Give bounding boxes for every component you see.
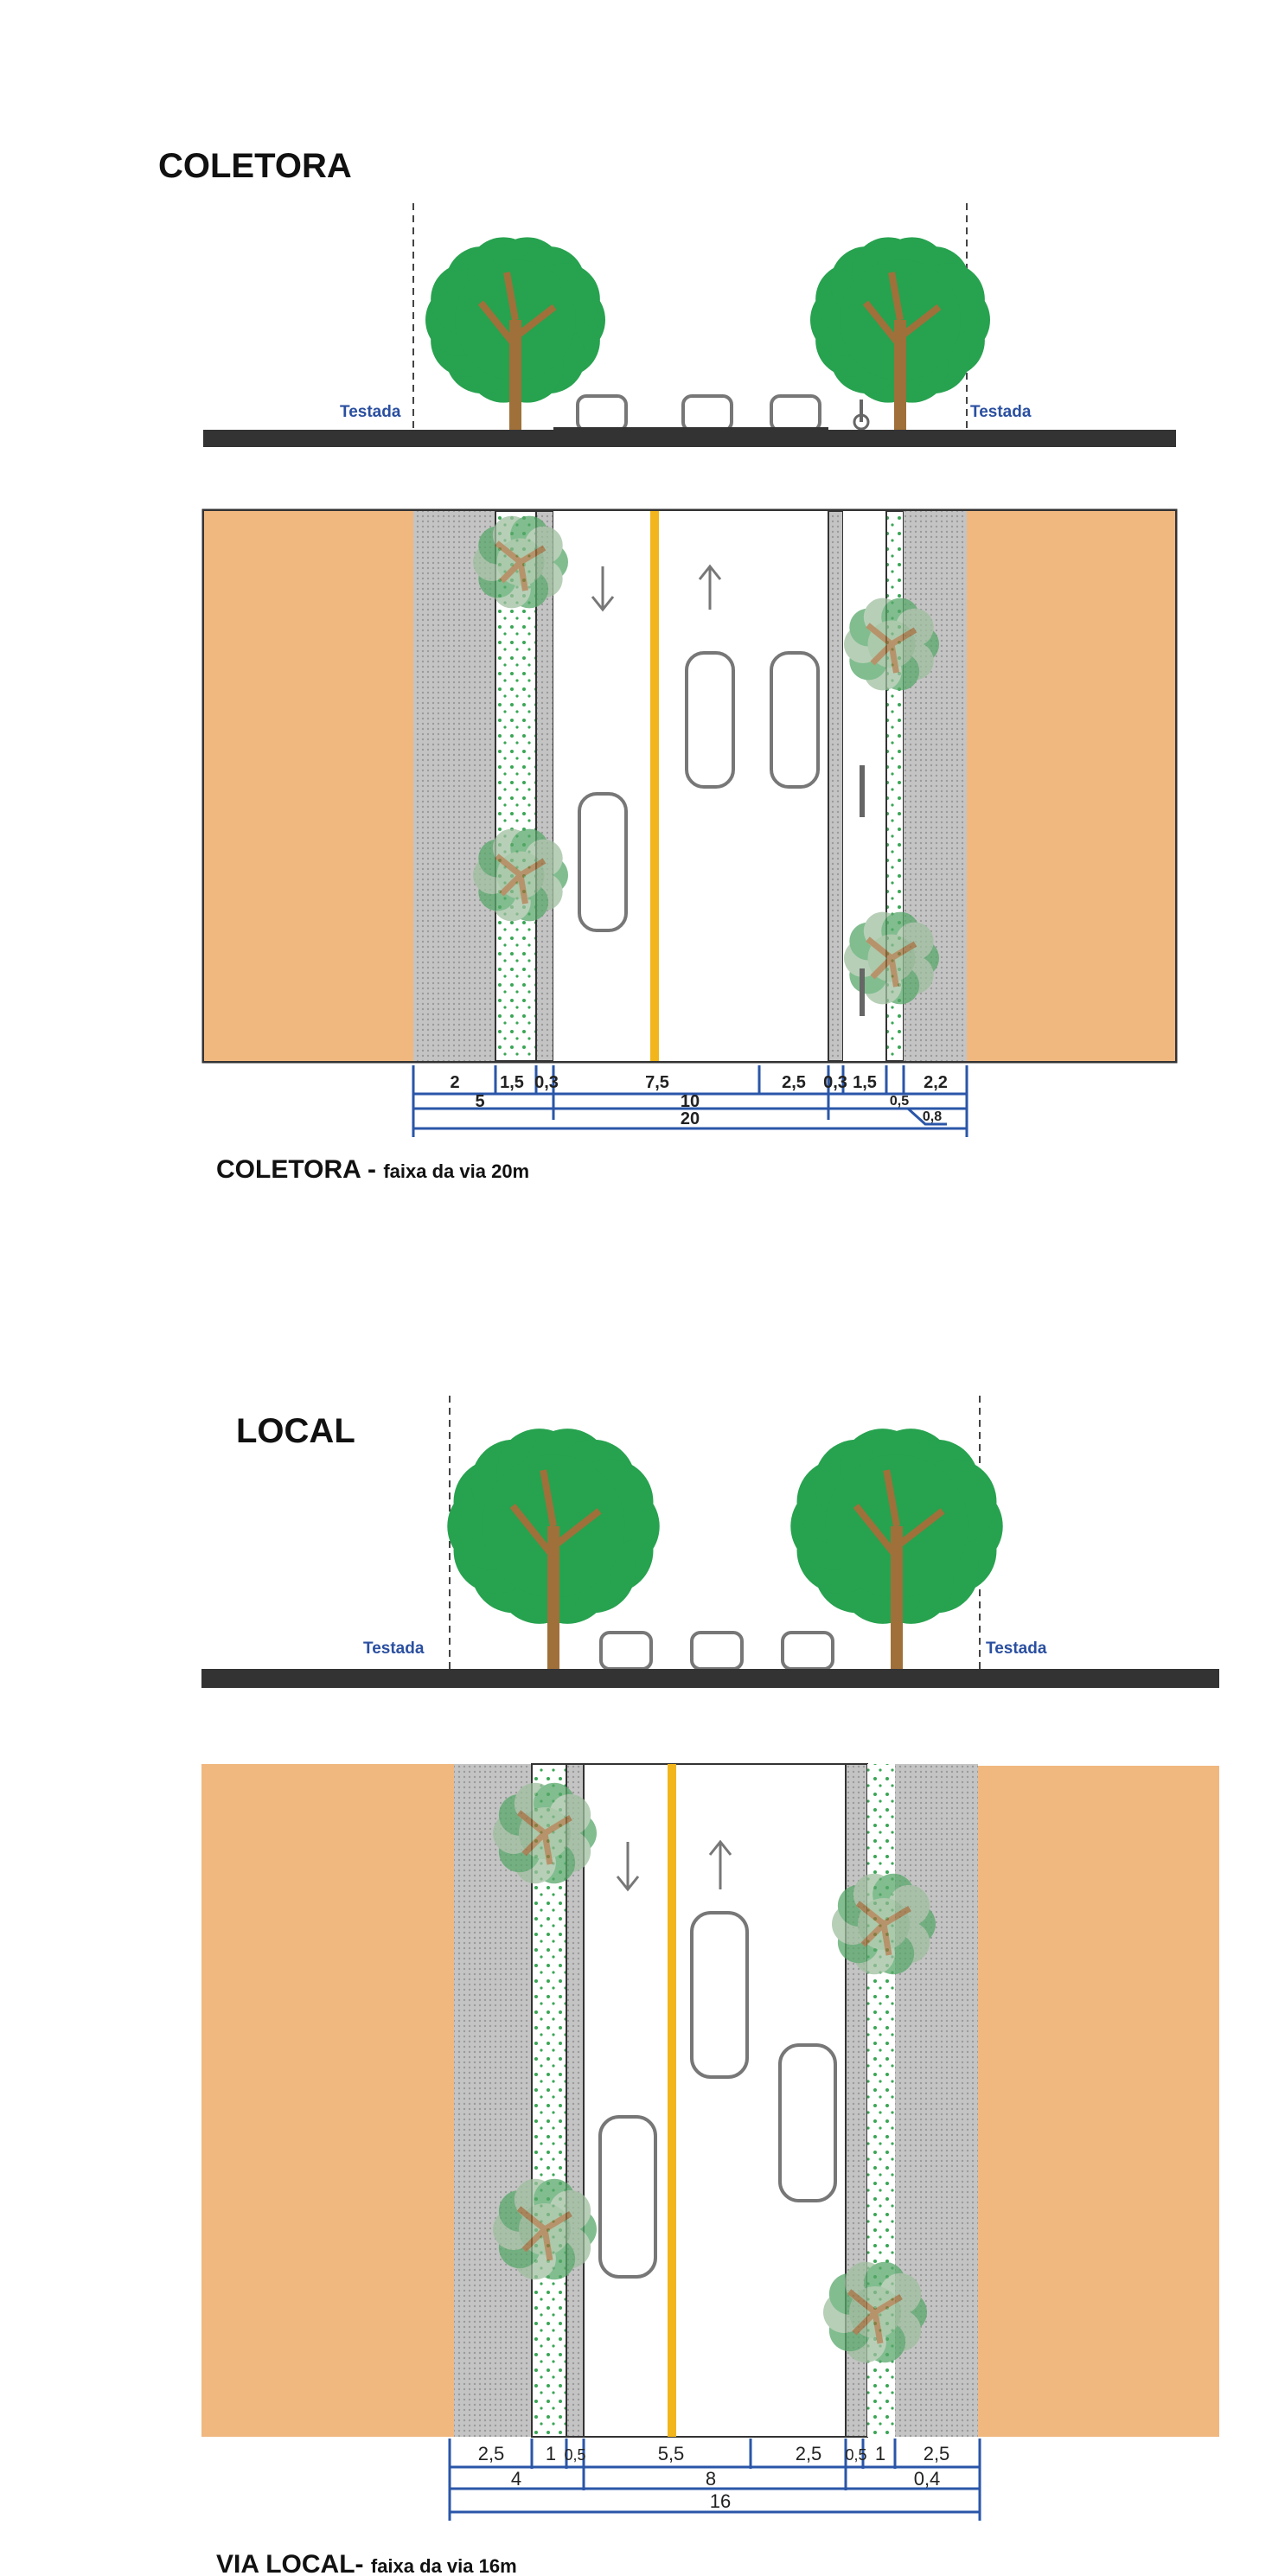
coletora-section: COLETORA Testada Testada [158,147,1178,1184]
svg-text:5,5: 5,5 [658,2443,685,2464]
lot-left [201,1764,454,2437]
svg-text:1: 1 [875,2443,885,2464]
svg-text:0,3: 0,3 [823,1073,847,1092]
svg-text:1,5: 1,5 [853,1073,877,1092]
arrow-down-icon [616,1842,640,1892]
car-plan-icon [770,651,820,789]
svg-text:0,3: 0,3 [534,1073,559,1092]
svg-text:4: 4 [511,2468,521,2490]
svg-text:5: 5 [475,1092,484,1111]
local-title: LOCAL [236,1412,355,1450]
arrow-up-icon [708,1839,732,1889]
local-caption: VIA LOCAL- faixa da via 16m [216,2550,517,2576]
local-section: LOCAL Testada Testada [201,1396,1219,2576]
coletora-title: COLETORA [158,147,352,185]
sidewalk-left [454,1764,532,2437]
car-plan-icon [578,792,628,932]
svg-text:2,5: 2,5 [796,2443,822,2464]
arrow-up-icon [698,564,722,610]
svg-text:0,8: 0,8 [923,1109,942,1124]
ground-line [203,430,1176,447]
local-plan [201,1763,1219,2438]
svg-text:0,5: 0,5 [564,2446,585,2464]
svg-text:2: 2 [450,1073,459,1092]
coletora-plan [201,508,1178,1064]
coletora-caption: COLETORA - faixa da via 20m [216,1155,529,1184]
coletora-elevation: Testada Testada [203,203,1176,447]
testada-label-right: Testada [970,403,1032,421]
lot-right [978,1766,1219,2437]
tree-plan-icon [832,1873,936,1975]
tree-plan-icon [493,1782,597,1884]
svg-text:1: 1 [546,2443,556,2464]
svg-text:0,4: 0,4 [914,2468,941,2490]
car-elevation-icon [599,1631,653,1671]
car-plan-icon [778,2043,837,2202]
svg-text:2,2: 2,2 [924,1073,948,1092]
tree-elevation-icon [425,237,605,430]
svg-text:0,5: 0,5 [890,1094,909,1109]
car-elevation-icon [690,1631,744,1671]
testada-label-left: Testada [340,403,401,421]
car-elevation-icon [576,394,628,432]
tree-elevation-icon [447,1429,660,1669]
car-plan-icon [690,1911,749,2079]
tree-plan-icon [473,828,568,922]
tree-plan-icon [844,911,939,1005]
tree-plan-icon [844,598,939,691]
car-elevation-icon [681,394,733,432]
svg-text:2,5: 2,5 [924,2443,950,2464]
svg-text:8: 8 [706,2468,716,2490]
svg-text:0,5: 0,5 [845,2446,866,2464]
tree-elevation-icon [790,1429,1003,1669]
center-line [668,1764,676,2437]
svg-text:2,5: 2,5 [782,1073,806,1092]
center-line [650,511,659,1061]
ground-line [201,1669,1219,1688]
svg-text:10: 10 [681,1092,700,1111]
car-plan-icon [598,2115,657,2279]
svg-text:16: 16 [710,2490,731,2512]
tree-elevation-icon [810,237,990,430]
arrow-down-icon [591,566,615,612]
local-elevation: Testada Testada [201,1396,1219,1688]
svg-text:7,5: 7,5 [645,1073,669,1092]
local-dimensions: 2,5 1 0,5 5,5 2,5 0,5 1 2,5 4 8 0,4 16 [448,2439,981,2521]
lot-right [967,511,1175,1061]
tree-plan-icon [493,2178,597,2280]
car-elevation-icon [770,394,821,432]
svg-text:20: 20 [681,1109,700,1128]
lot-left [204,511,413,1061]
car-elevation-icon [781,1631,834,1671]
coletora-dimensions: 2 1,5 0,3 7,5 2,5 0,3 1,5 2,2 5 10 0,5 2… [412,1065,968,1137]
bicycle-elevation-icon [853,400,870,431]
tree-plan-icon [473,515,568,609]
tree-plan-icon [823,2261,927,2363]
car-plan-icon [685,651,735,789]
testada-label-right: Testada [986,1640,1047,1658]
sidewalk-left [413,511,495,1061]
svg-text:1,5: 1,5 [500,1073,524,1092]
svg-text:2,5: 2,5 [478,2443,505,2464]
bike-lane-separator [828,510,844,1062]
testada-label-left: Testada [363,1640,425,1658]
